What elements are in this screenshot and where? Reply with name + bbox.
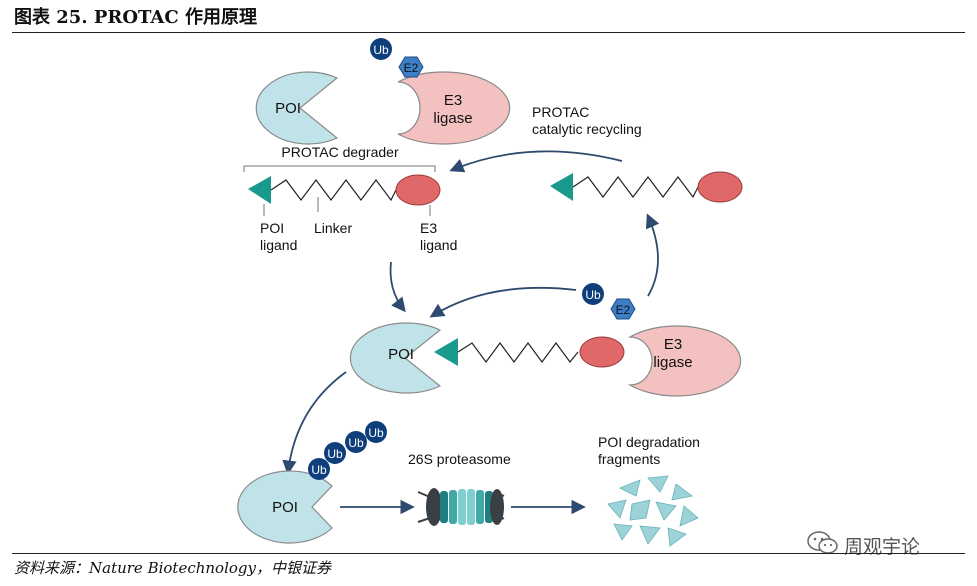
e3-ligase-middle	[627, 325, 742, 397]
degrader-label: PROTAC degrader	[281, 144, 399, 160]
wechat-icon	[806, 530, 840, 561]
arrow-recycle-to-degrader	[449, 150, 623, 173]
bottom-rule	[12, 553, 965, 554]
watermark-text: 周观宇论	[844, 536, 921, 558]
poi-ligand-middle	[434, 338, 458, 366]
top-rule	[12, 32, 965, 33]
degrader-bracket	[243, 165, 436, 172]
poi-bottom	[237, 470, 333, 544]
svg-text:Ub: Ub	[368, 426, 384, 440]
ub-top: Ub	[370, 38, 392, 60]
svg-text:E2: E2	[616, 303, 631, 317]
e3-middle-label-2: ligase	[653, 354, 692, 371]
watermark: 周观宇论	[806, 530, 920, 561]
arrow-ub-transfer	[429, 286, 577, 318]
e3-ligase-top	[397, 71, 511, 145]
ub-middle: Ub	[582, 283, 604, 305]
arrow-degrader-to-complex	[389, 261, 406, 313]
svg-text:Ub: Ub	[327, 447, 343, 461]
fragments-label-2: fragments	[598, 451, 660, 467]
e3-ligand-right	[697, 171, 743, 203]
poi-middle	[349, 322, 442, 394]
e2-middle: E2	[610, 298, 636, 320]
poi-ligand-label-2: ligand	[260, 237, 297, 253]
linker-middle	[457, 341, 579, 364]
e2-top: E2	[398, 56, 424, 78]
source-note: 资料来源：Nature Biotechnology，中银证券	[14, 559, 331, 577]
ub-chain: Ub Ub Ub Ub	[308, 421, 387, 480]
recycling-label-2: catalytic recycling	[532, 121, 642, 137]
fragments-label-1: POI degradation	[598, 434, 700, 450]
e3-ligand-label-2: ligand	[420, 237, 457, 253]
arrow-complex-to-recycle	[645, 213, 660, 297]
recycling-label-1: PROTAC	[532, 104, 589, 120]
poi-top	[255, 71, 339, 145]
linker-right	[572, 176, 699, 199]
svg-text:E2: E2	[404, 61, 419, 75]
svg-text:Ub: Ub	[311, 463, 327, 477]
poi-middle-label: POI	[388, 346, 414, 363]
svg-text:Ub: Ub	[348, 436, 364, 450]
poi-ligand-label-1: POI	[260, 220, 284, 236]
poi-fragments	[607, 475, 699, 547]
e3-top-label-1: E3	[444, 92, 462, 109]
e3-middle-label-1: E3	[664, 336, 682, 353]
svg-text:Ub: Ub	[373, 43, 389, 57]
poi-ligand-left	[248, 176, 271, 204]
linker-label: Linker	[314, 220, 352, 236]
e3-top-label-2: ligase	[433, 110, 472, 127]
e3-ligand-left	[395, 174, 441, 206]
poi-top-label: POI	[275, 100, 301, 117]
linker-left	[270, 179, 397, 202]
figure-title: 图表 25. PROTAC 作用原理	[14, 7, 257, 28]
svg-text:Ub: Ub	[585, 288, 601, 302]
e3-ligand-label-1: E3	[420, 220, 437, 236]
e3-ligand-middle	[579, 336, 625, 368]
arrow-complex-to-ubpoi	[282, 371, 347, 475]
proteasome	[417, 488, 505, 526]
proteasome-label: 26S proteasome	[408, 451, 511, 467]
poi-ligand-right	[550, 173, 573, 201]
poi-bottom-label: POI	[272, 499, 298, 516]
